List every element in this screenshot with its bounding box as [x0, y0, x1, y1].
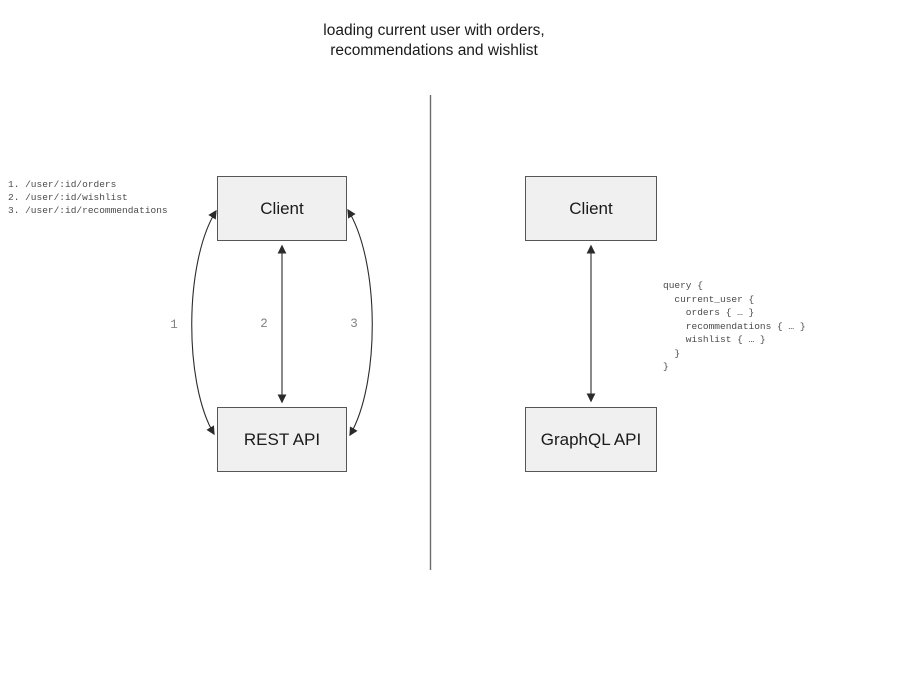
arrow-orders-curve: [191, 209, 217, 436]
client-box-left: Client: [217, 176, 347, 241]
client-box-left-label: Client: [260, 198, 304, 218]
graphql-api-box-label: GraphQL API: [540, 429, 642, 449]
arrow-label-3: 3: [350, 317, 358, 331]
client-box-right-label: Client: [569, 198, 613, 218]
graphql-api-box: GraphQL API: [525, 407, 657, 472]
client-box-right: Client: [525, 176, 657, 241]
rest-endpoints-list: 1. /user/:id/orders 2. /user/:id/wishlis…: [8, 179, 168, 216]
diagram-title: loading current user with orders, recomm…: [323, 22, 545, 59]
arrow-recommendations-curve: [347, 208, 373, 437]
rest-api-box-label: REST API: [243, 429, 321, 449]
rest-api-box: REST API: [217, 407, 347, 472]
graphql-query-snippet: query { current_user { orders { … } reco…: [663, 280, 806, 372]
arrow-label-1: 1: [170, 318, 178, 332]
arrow-label-2: 2: [260, 317, 268, 331]
